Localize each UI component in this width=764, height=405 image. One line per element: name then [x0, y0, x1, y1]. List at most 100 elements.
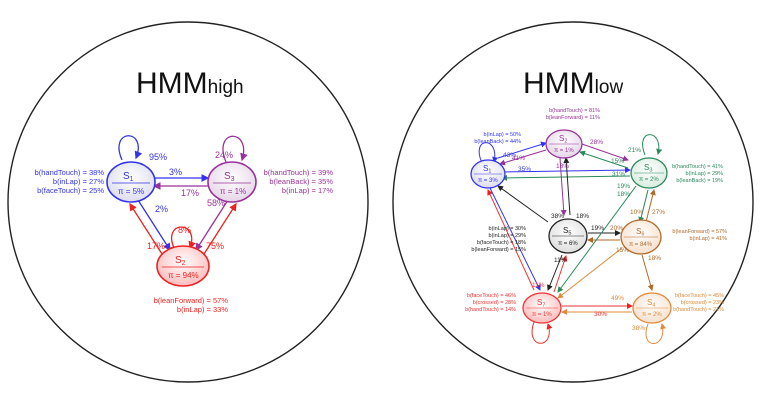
svg-text:18%: 18% — [648, 255, 661, 262]
edge-s3-self — [642, 134, 663, 156]
svg-text:15%: 15% — [611, 158, 624, 165]
svg-text:π = 1%: π = 1% — [532, 312, 552, 318]
edge-s7-self — [531, 321, 553, 344]
low-state-s7: S7 π = 1% — [522, 292, 562, 324]
svg-text:π = 3%: π = 3% — [478, 178, 498, 184]
edge-s3-s1 — [501, 174, 631, 181]
svg-text:b(inLap) = 30%: b(inLap) = 30% — [489, 226, 527, 232]
label-high-self2: 8% — [178, 225, 191, 235]
svg-text:b(leanBack) = 44%: b(leanBack) = 44% — [474, 139, 521, 145]
svg-text:b(leanForward) = 57%: b(leanForward) = 57% — [672, 229, 727, 235]
label-high-s1-s2: 2% — [155, 204, 168, 214]
label-high-s3-s1: 17% — [181, 188, 199, 198]
low-state-s1: S1 π = 3% — [470, 159, 506, 189]
edge-s6-s3 — [645, 189, 656, 223]
svg-text:18%: 18% — [576, 213, 589, 220]
svg-text:b(inLap) = 29%: b(inLap) = 29% — [489, 233, 527, 239]
svg-text:20%: 20% — [610, 225, 623, 232]
svg-text:π = 2%: π = 2% — [639, 177, 659, 183]
svg-text:S1: S1 — [483, 164, 491, 175]
edge-s3-s2 — [579, 150, 629, 169]
edge-s1-s7 — [489, 187, 541, 291]
panel-hmm-high: HMMhigh 95% 3% 17% 2% 24% 58% 8% 17% 75% — [7, 21, 369, 383]
high-state-s3: S3 π = 1% — [207, 161, 257, 203]
label-high-self3: 24% — [215, 150, 233, 160]
svg-text:S7: S7 — [537, 298, 545, 309]
svg-text:π = 2%: π = 2% — [642, 312, 662, 318]
low-state-s6: S6 π = 84% — [620, 219, 662, 255]
svg-text:b(leanForward) = 57%: b(leanForward) = 57% — [154, 296, 229, 305]
high-s3-pi: π = 1% — [220, 187, 246, 196]
svg-text:21%: 21% — [628, 147, 641, 154]
svg-text:b(inLap) = 29%: b(inLap) = 29% — [686, 171, 724, 177]
panel-high-title: HMMhigh — [136, 67, 244, 100]
svg-text:S3: S3 — [644, 163, 652, 174]
svg-text:b(faceTouch) = 18%: b(faceTouch) = 18% — [477, 240, 526, 246]
svg-text:b(inLap) = 17%: b(inLap) = 17% — [282, 186, 333, 195]
svg-text:35%: 35% — [518, 166, 531, 173]
svg-text:b(crossed) = 23%: b(crossed) = 23% — [681, 300, 724, 306]
high-state-s2: S2 π = 94% — [156, 245, 210, 287]
svg-text:π = 1%: π = 1% — [554, 148, 574, 154]
edge-s7-s5 — [553, 255, 568, 293]
svg-text:49%: 49% — [611, 295, 624, 302]
svg-text:38%: 38% — [551, 213, 564, 220]
edge-s1-self — [118, 135, 143, 161]
svg-text:b(inLap) = 33%: b(inLap) = 33% — [177, 305, 228, 314]
svg-text:b(handTouch) = 21%: b(handTouch) = 21% — [673, 307, 724, 313]
low-edges — [478, 134, 667, 344]
edge-s2-s3 — [581, 143, 629, 162]
label-high-s3-s2: 58% — [207, 198, 225, 208]
low-state-s4: S4 π = 2% — [632, 292, 672, 324]
high-emissions: b(handTouch) = 38% b(inLap) = 27% b(face… — [35, 168, 334, 314]
label-high-s1-s3: 3% — [169, 167, 182, 177]
panel-low-border — [392, 21, 754, 383]
edge-s3-s2 — [195, 199, 229, 252]
svg-text:b(leanBack) = 19%: b(leanBack) = 19% — [676, 178, 723, 184]
svg-text:b(faceTouch) = 45%: b(faceTouch) = 45% — [675, 293, 724, 299]
edge-s1-s2 — [497, 141, 547, 159]
edge-s5-s1 — [497, 185, 549, 223]
svg-text:11%: 11% — [554, 257, 567, 264]
edge-s3-s7 — [557, 185, 637, 293]
svg-text:b(crossed) = 28%: b(crossed) = 28% — [473, 300, 516, 306]
svg-text:b(faceTouch) = 25%: b(faceTouch) = 25% — [37, 186, 104, 195]
svg-text:b(inLap) = 50%: b(inLap) = 50% — [484, 132, 522, 138]
high-edge-labels: 95% 3% 17% 2% 24% 58% 8% 17% 75% — [147, 150, 233, 251]
edge-s7-s1 — [487, 189, 535, 291]
svg-text:S2: S2 — [175, 255, 186, 267]
svg-text:π = 6%: π = 6% — [558, 241, 578, 247]
svg-text:π = 84%: π = 84% — [629, 242, 653, 248]
svg-text:S4: S4 — [647, 298, 655, 309]
low-emissions: b(inLap) = 50% b(leanBack) = 44% b(handT… — [465, 108, 727, 313]
high-s1-pi: π = 5% — [118, 187, 144, 196]
panel-low-title: HMMlow — [523, 67, 623, 100]
svg-text:b(handTouch) = 41%: b(handTouch) = 41% — [672, 164, 723, 170]
svg-text:b(handTouch) = 14%: b(handTouch) = 14% — [465, 307, 516, 313]
svg-text:b(handTouch) = 39%: b(handTouch) = 39% — [264, 168, 334, 177]
svg-text:19%: 19% — [617, 183, 630, 190]
svg-text:S6: S6 — [636, 227, 644, 238]
edge-s2-s3 — [203, 202, 237, 255]
svg-text:30%: 30% — [594, 311, 607, 318]
edge-s2-self — [171, 226, 196, 250]
high-state-s1: S1 π = 5% — [106, 161, 156, 203]
edge-s3-s6 — [638, 189, 649, 223]
svg-text:S2: S2 — [559, 134, 567, 145]
svg-text:b(leanForward) = 11%: b(leanForward) = 11% — [546, 115, 600, 121]
svg-text:S5: S5 — [563, 226, 571, 237]
edge-s6-s4 — [641, 254, 654, 291]
edge-s2-s1 — [129, 202, 163, 255]
edge-s1-s2 — [137, 199, 171, 252]
edge-s2-s5 — [559, 157, 567, 216]
edge-s1-self — [478, 142, 499, 164]
edge-s5-s2 — [563, 157, 571, 216]
panel-high-border — [7, 21, 369, 383]
svg-text:10%: 10% — [630, 209, 643, 216]
svg-text:31%: 31% — [612, 171, 625, 178]
high-edges — [118, 135, 248, 255]
svg-text:19%: 19% — [591, 225, 604, 232]
svg-text:38%: 38% — [632, 325, 645, 332]
label-high-self1: 95% — [149, 152, 167, 162]
